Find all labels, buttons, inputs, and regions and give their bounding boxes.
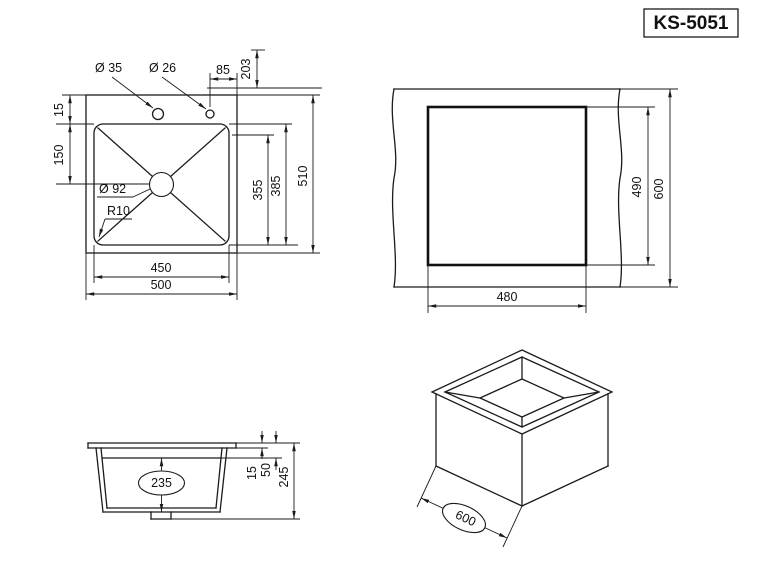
dim-15-label: 15	[245, 466, 259, 480]
bowl-wall-left-outer	[95, 447, 104, 513]
dim-500-label: 500	[151, 278, 172, 292]
title-box	[643, 8, 739, 38]
dim-450-label: 450	[151, 261, 172, 275]
dispenser-hole	[205, 109, 215, 119]
dim-235-label: 235	[151, 476, 172, 490]
model-number: KS-5051	[654, 13, 729, 34]
dim-drain-label: Ø 92	[99, 182, 126, 196]
side-labels: 235 15 50 245	[137, 463, 291, 496]
bowl-bottom-diamond	[478, 378, 566, 418]
isometric-view: 600	[416, 349, 614, 548]
top-view-dimension-lines	[56, 49, 322, 300]
bowl-edge-left	[444, 391, 481, 399]
iso-labels: 600	[441, 502, 487, 534]
top-view-labels: Ø 35 Ø 26 85 203 15 150 Ø 92 R10 355 385…	[52, 59, 310, 292]
bowl-inner-rect	[93, 123, 230, 246]
sink-outer-rect	[85, 94, 238, 254]
faucet-hole	[151, 107, 165, 121]
width-oval	[441, 502, 487, 534]
cutout-square	[426, 105, 588, 267]
dim-490-label: 490	[630, 177, 644, 198]
dim-355-label: 355	[251, 180, 265, 201]
cutout-labels: 490 600 480	[497, 177, 666, 304]
cutout-geometry	[391, 88, 623, 288]
bowl-wall-right-outer	[219, 447, 228, 513]
cutout-dimension-lines	[427, 88, 678, 313]
dim-510-label: 510	[296, 166, 310, 187]
drain-hole	[148, 171, 175, 198]
top-view-geometry	[85, 94, 238, 254]
dim-245-label: 245	[277, 467, 291, 488]
dim-front-offset-label: 150	[52, 145, 66, 166]
dim-600-counter-label: 600	[652, 179, 666, 200]
side-dimension-lines	[159, 431, 300, 520]
counter-break-right	[617, 88, 623, 288]
body-bottom-left	[435, 465, 523, 507]
bowl-edge-right	[563, 391, 600, 399]
dim-hole-spacing-label: 85	[216, 63, 230, 77]
dim-rim-gap-label: 15	[52, 103, 66, 117]
dim-corner-radius-label: R10	[107, 204, 130, 218]
dim-hole-offset-label: 203	[239, 59, 253, 80]
iso-dimension-lines	[416, 465, 523, 548]
depth-oval	[137, 470, 186, 496]
title-block: KS-5051	[643, 8, 739, 38]
counter-break-left	[391, 88, 397, 288]
iso-geometry	[430, 349, 614, 507]
dim-faucet-hole-label: Ø 35	[95, 61, 122, 75]
dim-dispenser-hole-label: Ø 26	[149, 61, 176, 75]
rim-outer-diamond	[430, 349, 614, 435]
cutout-view: 490 600 480	[391, 88, 678, 313]
top-view: Ø 35 Ø 26 85 203 15 150 Ø 92 R10 355 385…	[52, 49, 322, 300]
dim-385-label: 385	[269, 176, 283, 197]
body-bottom-right	[521, 465, 609, 507]
dim-480-label: 480	[497, 290, 518, 304]
side-view: 235 15 50 245	[87, 431, 300, 520]
dim-50-label: 50	[259, 463, 273, 477]
